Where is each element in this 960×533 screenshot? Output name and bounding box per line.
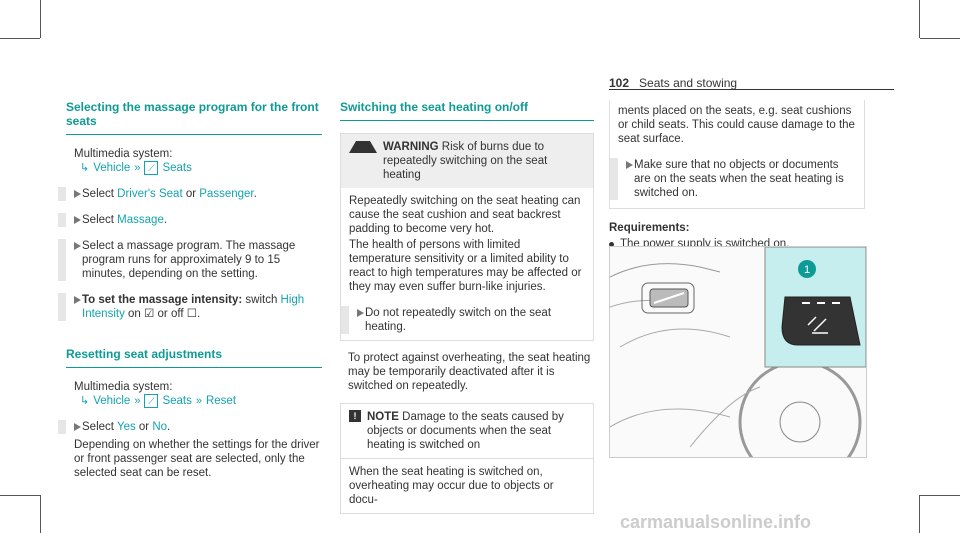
heading-rule xyxy=(340,120,594,121)
step-arrow-icon xyxy=(357,306,365,320)
step-intensity: To set the massage intensity: switch Hig… xyxy=(58,293,322,321)
crop-mark xyxy=(919,495,920,533)
crop-mark xyxy=(920,38,960,39)
step-arrow-icon xyxy=(74,239,82,253)
no-link[interactable]: No xyxy=(152,421,168,433)
warning-step: Do not repeatedly switch on the seat hea… xyxy=(341,306,585,334)
checkbox-off-icon: ☐ xyxy=(186,308,198,320)
step-arrow-icon xyxy=(74,420,82,434)
note-icon: ! xyxy=(349,410,361,422)
note-box: ! NOTE Damage to the seats caused by obj… xyxy=(340,403,594,514)
step-arrow-icon xyxy=(74,293,82,307)
massage-link[interactable]: Massage xyxy=(117,214,164,226)
menu-path: ↳ Vehicle » ⟋ Seats xyxy=(66,161,322,175)
page-number: 102 xyxy=(609,76,630,90)
crop-mark xyxy=(0,38,40,39)
heading-rule xyxy=(66,134,322,135)
chevron-right-icon: » xyxy=(134,395,141,407)
callout-number: 1 xyxy=(804,264,810,276)
path-reset[interactable]: Reset xyxy=(205,395,237,407)
high-intensity-link[interactable]: High Intensity xyxy=(82,294,305,320)
path-arrow-icon: ↳ xyxy=(80,395,90,407)
checkbox-on-icon: ☑ xyxy=(144,308,155,320)
crop-mark xyxy=(0,495,40,496)
warning-icon xyxy=(349,141,377,153)
warning-text: Repeatedly switching on the seat heating… xyxy=(349,195,581,235)
drivers-seat-link[interactable]: Driver's Seat xyxy=(117,188,183,200)
step-select-program: Select a massage program. The massage pr… xyxy=(58,239,322,281)
column-3: ments placed on the seats, e.g. seat cus… xyxy=(609,100,865,251)
step-arrow-icon xyxy=(74,187,82,201)
warning-text: The health of persons with limited tempe… xyxy=(349,239,582,293)
path-seats[interactable]: Seats xyxy=(162,395,192,407)
chevron-right-icon: » xyxy=(195,395,202,407)
path-vehicle[interactable]: Vehicle xyxy=(93,395,131,407)
crop-mark xyxy=(919,0,920,38)
seat-heating-illustration: 1 xyxy=(609,246,867,458)
page-header: 102 Seats and stowing xyxy=(609,76,737,90)
step-arrow-icon xyxy=(626,158,634,172)
note-text: When the seat heating is switched on, ov… xyxy=(349,466,554,506)
passenger-link[interactable]: Passenger xyxy=(199,188,254,200)
heading-rule xyxy=(66,367,322,368)
column-2: Switching the seat heating on/off WARNIN… xyxy=(340,100,594,514)
note-step: Make sure that no objects or documents a… xyxy=(610,158,856,200)
watermark: carmanualsonline.info xyxy=(620,512,812,532)
path-vehicle[interactable]: Vehicle xyxy=(93,162,131,174)
crop-mark xyxy=(40,495,41,533)
column-1: Selecting the massage program for the fr… xyxy=(58,100,322,480)
multimedia-label: Multimedia system: xyxy=(74,381,173,393)
heading-reset: Resetting seat adjustments xyxy=(66,347,223,361)
multimedia-label: Multimedia system: xyxy=(74,148,173,160)
warning-box: WARNING Risk of burns due to repeatedly … xyxy=(340,133,594,341)
section-title: Seats and stowing xyxy=(639,76,738,90)
heading-massage: Selecting the massage program for the fr… xyxy=(66,100,319,128)
step-select-reset: Select Yes or No. xyxy=(58,420,322,434)
note-continued: ments placed on the seats, e.g. seat cus… xyxy=(609,100,865,209)
warning-label: WARNING xyxy=(383,141,439,153)
heading-seat-heating: Switching the seat heating on/off xyxy=(340,100,529,114)
chevron-right-icon: » xyxy=(134,162,141,174)
step-select-massage: Select Massage. xyxy=(58,213,322,227)
path-seats[interactable]: Seats xyxy=(162,162,192,174)
overheating-paragraph: To protect against overheating, the seat… xyxy=(348,352,591,392)
menu-path: ↳ Vehicle » ⟋ Seats » Reset xyxy=(66,394,322,408)
yes-link[interactable]: Yes xyxy=(116,421,136,433)
seat-icon: ⟋ xyxy=(144,394,159,408)
note-label: NOTE xyxy=(367,411,399,423)
step-arrow-icon xyxy=(74,213,82,227)
crop-mark xyxy=(40,0,41,38)
path-arrow-icon: ↳ xyxy=(80,162,90,174)
seat-icon: ⟋ xyxy=(144,161,159,175)
header-rule xyxy=(609,89,894,90)
requirements-title: Requirements: xyxy=(609,222,690,234)
crop-mark xyxy=(920,495,960,496)
step-select-seat: Select Driver's Seat or Passenger. xyxy=(58,187,322,201)
seat-heating-icon xyxy=(807,316,828,334)
reset-paragraph: Depending on whether the settings for th… xyxy=(74,439,320,479)
